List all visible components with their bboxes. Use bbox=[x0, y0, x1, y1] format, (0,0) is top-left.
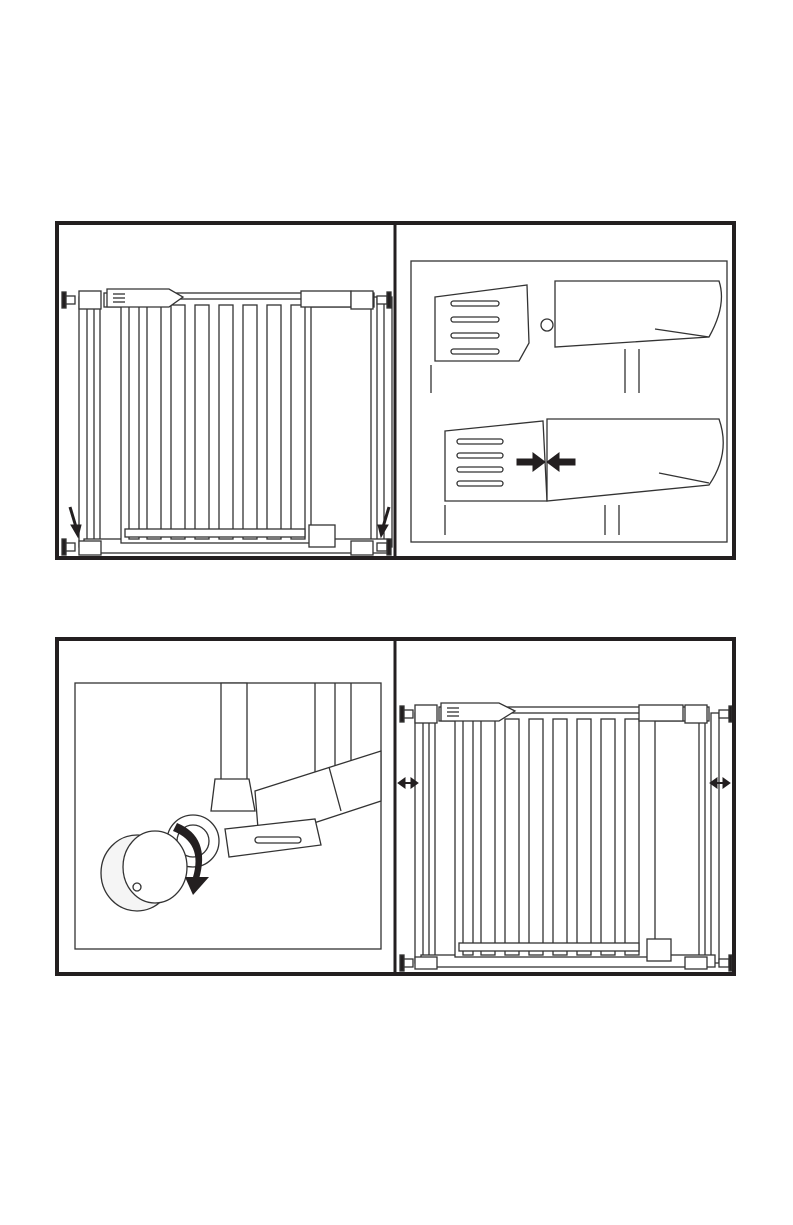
door-bottom-rail bbox=[125, 529, 305, 537]
right-inner-post bbox=[371, 297, 377, 547]
corner-block bbox=[685, 957, 707, 969]
right-inner-post bbox=[699, 713, 705, 963]
right-outer-post bbox=[711, 713, 719, 963]
handle-block bbox=[555, 281, 721, 347]
door-bar bbox=[553, 719, 567, 955]
figure-2-svg bbox=[59, 641, 732, 972]
door-bar bbox=[147, 305, 161, 539]
corner-block bbox=[415, 957, 437, 969]
door-bar bbox=[171, 305, 185, 539]
corner-block bbox=[351, 291, 373, 309]
door-bar bbox=[625, 719, 639, 955]
left-outer-post bbox=[79, 297, 87, 547]
hinge-alignment-detail bbox=[411, 261, 727, 542]
figure-1 bbox=[55, 221, 736, 560]
left-inner-post bbox=[429, 713, 435, 963]
corner-block bbox=[415, 705, 437, 723]
hinge-bottom bbox=[647, 939, 671, 961]
door-bar bbox=[219, 305, 233, 539]
door-bar bbox=[601, 719, 615, 955]
door-bar bbox=[291, 305, 305, 539]
hinge-bottom bbox=[309, 525, 335, 547]
vertical-post bbox=[221, 683, 247, 793]
door-bar bbox=[463, 719, 473, 955]
corner-block bbox=[79, 291, 101, 309]
door-bar bbox=[243, 305, 257, 539]
hinge-top bbox=[639, 705, 683, 721]
figure-1-svg bbox=[59, 225, 732, 556]
gate-front-view bbox=[62, 289, 392, 555]
spindle-rotation-detail bbox=[75, 683, 381, 949]
gate-front-view-adjust bbox=[400, 703, 732, 971]
door-bar bbox=[267, 305, 281, 539]
door-bar bbox=[505, 719, 519, 955]
door-bar bbox=[577, 719, 591, 955]
corner-block bbox=[351, 541, 373, 555]
connector bbox=[211, 779, 255, 811]
corner-block bbox=[79, 541, 101, 555]
left-inner-post bbox=[94, 297, 100, 547]
door-bar bbox=[129, 305, 139, 539]
door-bottom-rail bbox=[459, 943, 639, 951]
corner-block bbox=[685, 705, 707, 723]
door-bar bbox=[529, 719, 543, 955]
hinge-top bbox=[301, 291, 351, 307]
door-bar bbox=[195, 305, 209, 539]
left-outer-post bbox=[415, 713, 423, 963]
door-bar bbox=[481, 719, 495, 955]
figure-2 bbox=[55, 637, 736, 976]
